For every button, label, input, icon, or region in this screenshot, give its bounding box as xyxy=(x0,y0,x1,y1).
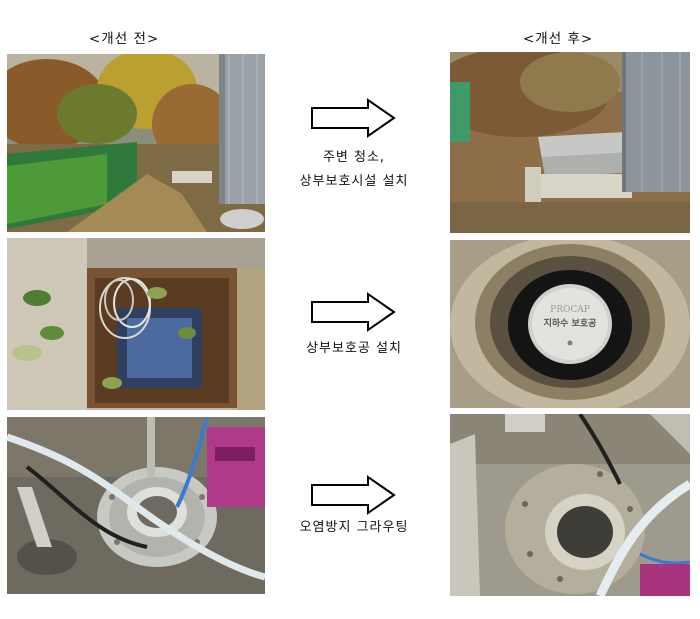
caption-row3-line1: 오염방지 그라우팅 xyxy=(299,520,409,535)
right-arrow-icon xyxy=(311,98,396,138)
caption-row1-line2: 상부보호시설 설치 xyxy=(299,174,409,189)
photo-row3-before xyxy=(7,417,265,594)
caption-row2: 상부보호공 설치 xyxy=(270,337,438,361)
caption-row1-line1: 주변 청소, xyxy=(322,150,386,165)
right-arrow-icon xyxy=(311,292,396,332)
caption-row2-line1: 상부보호공 설치 xyxy=(306,341,402,356)
photo-row3-after xyxy=(450,414,690,596)
photo-row1-before xyxy=(7,54,265,232)
plate-label: 지하수 보호공 xyxy=(544,317,597,329)
photo-row1-after xyxy=(450,52,690,233)
photo-row2-before xyxy=(7,238,265,410)
photo-row2-after: PROCAP 지하수 보호공 xyxy=(450,240,690,408)
before-heading: <개선 전> xyxy=(89,31,160,47)
caption-row3: 오염방지 그라우팅 xyxy=(270,516,438,540)
plate-brand: PROCAP xyxy=(550,305,590,315)
right-arrow-icon xyxy=(311,475,396,515)
after-heading: <개선 후> xyxy=(523,31,594,47)
caption-row1: 주변 청소, 상부보호시설 설치 xyxy=(270,146,438,194)
